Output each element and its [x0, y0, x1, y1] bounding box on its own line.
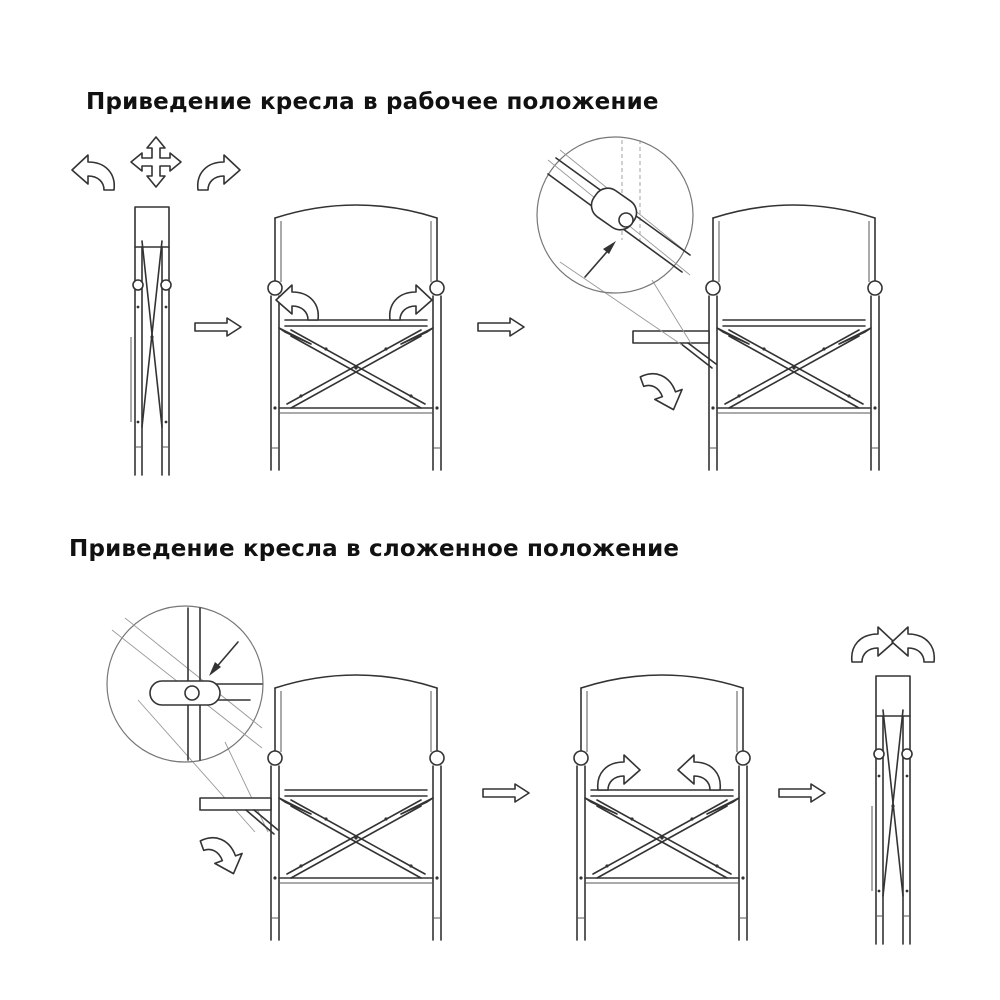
open-chair-step3 [705, 204, 883, 471]
lock-detail-magnifier-bottom [106, 605, 269, 833]
folded-chair-step1 [130, 206, 172, 476]
table-fold-rotate-icon [199, 827, 249, 882]
step-arrow-3 [482, 783, 530, 803]
fold-section-title: Приведение кресла в сложенное положение [69, 536, 680, 562]
fold-rotate-left-icon [850, 626, 895, 663]
unfold-section-title: Приведение кресла в рабочее положение [86, 89, 659, 115]
armrest-rotate-right-icon [388, 284, 433, 321]
unfold-rotate-left-icon [71, 154, 116, 191]
armrest-fold-rotate-right-icon [677, 754, 722, 791]
open-chair-fold-step2 [573, 674, 751, 941]
step-arrow-2 [477, 317, 525, 337]
open-chair-step2 [267, 204, 445, 471]
lock-detail-magnifier-top [536, 136, 694, 346]
side-table-step3 [632, 330, 717, 369]
step-arrow-1 [194, 317, 242, 337]
fold-rotate-right-icon [891, 626, 936, 663]
open-chair-fold-step1 [267, 674, 445, 941]
side-table-fold-step1 [199, 797, 279, 835]
armrest-fold-rotate-left-icon [596, 754, 641, 791]
step-arrow-4 [778, 783, 826, 803]
unfold-spread-arrow-icon [130, 136, 182, 188]
unfold-rotate-right-icon [196, 154, 241, 191]
table-rotate-icon [639, 363, 689, 418]
folded-chair-final [871, 675, 913, 945]
